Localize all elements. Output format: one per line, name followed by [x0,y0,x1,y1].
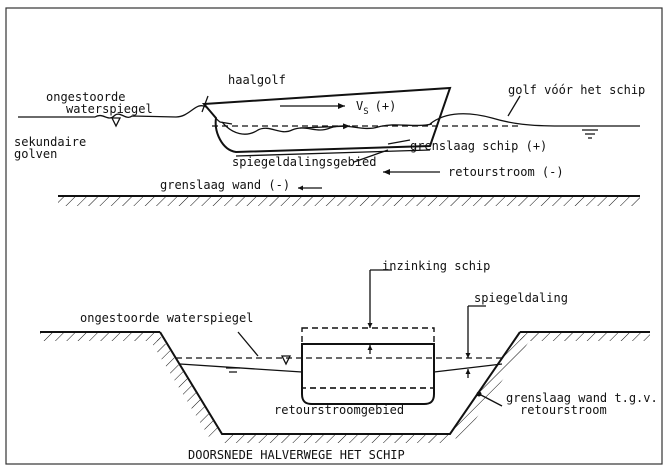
bank-hatch-top-right [520,333,650,341]
leader-front-wave [508,96,520,116]
label-undisturbed-top: ongestoorde waterspiegel [46,90,153,116]
label-drawdown: spiegeldaling [474,291,568,305]
caption-cross-section: DOORSNEDE HALVERWEGE HET SCHIP [188,448,405,462]
label-secondary-waves: sekundaire golven [14,135,93,161]
leader-undisturbed-bottom [238,332,258,356]
longitudinal-view: VS(+) ongestoorde waterspiegel sekundair… [14,73,645,206]
label-wall-boundary-top: grenslaag wand (-) [160,178,290,192]
bank-hatch-top-left [40,333,160,341]
bed-hatch-bottom [222,435,450,443]
label-return-zone: retourstroomgebied [274,403,404,417]
label-front-wave: golf vóór het schip [508,83,645,97]
label-haalgolf: haalgolf [228,73,286,87]
slope-hatch-left [150,335,222,442]
water-level-symbol-undisturbed [282,356,290,364]
slope-hatch-right [450,332,530,442]
ship-section-squatted [302,344,434,404]
water-level-symbol-right [582,130,598,138]
bed-hatch-top [58,197,640,206]
label-squat: inzinking schip [382,259,490,273]
label-undisturbed-bottom: ongestoorde waterspiegel [80,311,253,325]
leader-ship-boundary [388,140,410,144]
water-level-symbol-bottom [226,368,240,372]
speed-label: VS(+) [356,99,396,117]
drawdown-water-line [222,122,432,134]
label-ship-boundary: grenslaag schip (+) [410,139,547,153]
label-drawdown-zone: spiegeldalingsgebied [232,155,377,169]
water-level-symbol-left [112,118,120,126]
label-wall-boundary-bottom: grenslaag wand t.g.v. retourstroom [506,391,665,417]
label-return-current: retourstroom (-) [448,165,564,179]
cross-section-view: ongestoorde waterspiegel inzinking schip… [40,259,665,462]
